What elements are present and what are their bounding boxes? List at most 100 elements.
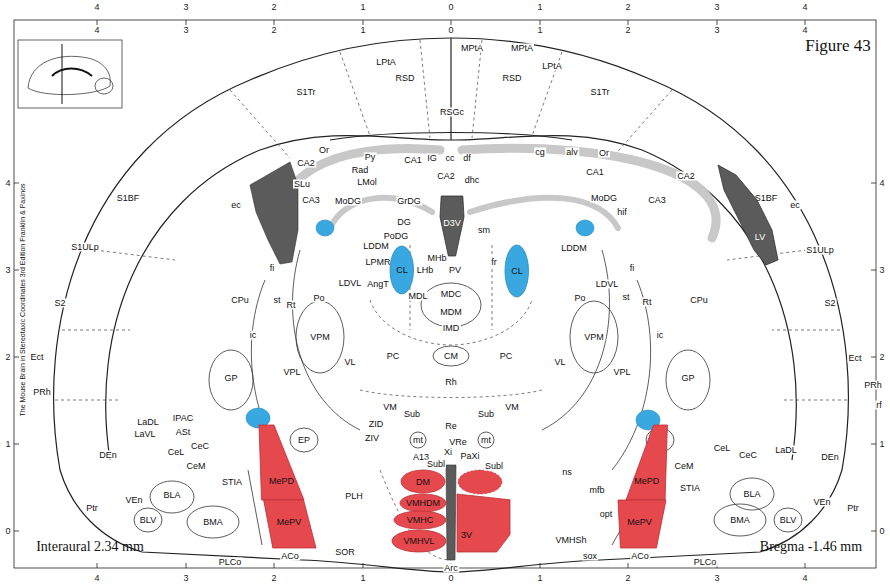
region-label: VMHSh xyxy=(554,536,587,545)
region-name: 3V xyxy=(461,530,472,539)
brain-outline xyxy=(54,38,849,572)
nucleus-region: VMHC xyxy=(394,511,446,529)
region-label: LDDM xyxy=(362,242,390,251)
ruler-number: 2 xyxy=(624,26,631,35)
region-shape xyxy=(626,425,672,500)
nucleus-region: DM xyxy=(401,470,445,493)
region-label: LaDL xyxy=(774,446,798,455)
region-label: RSD xyxy=(501,74,522,83)
hippocampus-band xyxy=(285,148,716,238)
region-label: CA3 xyxy=(647,196,667,205)
region-label: VPL xyxy=(282,368,301,377)
region-label: sox xyxy=(582,552,598,561)
region-label: Rh xyxy=(444,378,458,387)
region-label: VEn xyxy=(124,496,143,505)
region-label: CPu xyxy=(689,296,709,305)
ruler-number: 0 xyxy=(447,574,454,583)
ruler-number: 1 xyxy=(359,26,366,35)
ruler-number: 2 xyxy=(624,3,631,12)
region-label: VM xyxy=(504,403,520,412)
region-label: alv xyxy=(565,148,579,157)
region-name: CL xyxy=(396,266,408,275)
ruler-number: 2 xyxy=(270,3,277,12)
ruler-number: 3 xyxy=(182,574,189,583)
region-label: PRh xyxy=(32,388,52,397)
ventricle-region: LV xyxy=(718,165,778,265)
nucleus-region: VMHDM xyxy=(400,494,446,512)
region-label: BLA xyxy=(162,491,181,500)
region-label: S1ULp xyxy=(805,246,835,255)
region-label: Xi xyxy=(443,448,453,457)
region-label: S2 xyxy=(53,299,66,308)
ruler-number: 2 xyxy=(878,353,885,362)
ruler-number: 3 xyxy=(713,574,720,583)
region-label: STIA xyxy=(679,484,701,493)
region-label: AngT xyxy=(366,280,390,289)
region-label: MDM xyxy=(439,308,463,317)
ventricle-region: D3V xyxy=(440,196,464,256)
region-label: BLV xyxy=(779,516,797,525)
region-label: PLCo xyxy=(693,558,718,567)
region-label: Py xyxy=(364,153,377,162)
figure-title: Figure 43 xyxy=(805,37,871,54)
ruler-number: 4 xyxy=(93,574,100,583)
region-label: Sub xyxy=(477,410,495,419)
ruler-number: 1 xyxy=(536,3,543,12)
nucleus-region: MePV xyxy=(262,500,316,548)
region-label: CeC xyxy=(738,451,758,460)
region-label: VPM xyxy=(309,333,331,342)
region-label: VL xyxy=(343,358,356,367)
ruler-number: 4 xyxy=(93,3,100,12)
region-label: Rt xyxy=(286,301,297,310)
region-label: ACo xyxy=(280,552,300,561)
region-name: CL xyxy=(511,267,523,276)
nucleus-region: MePV xyxy=(618,500,666,548)
region-label: st xyxy=(272,296,281,305)
region-label: PLH xyxy=(344,492,364,501)
region-label: GP xyxy=(680,374,695,383)
ruler-number: 2 xyxy=(270,574,277,583)
region-label: LDVL xyxy=(338,279,363,288)
region-label: GP xyxy=(223,374,238,383)
inset-sagittal xyxy=(18,40,122,108)
coordinate-label: Bregma -1.46 mm xyxy=(759,540,863,554)
region-label: hif xyxy=(616,208,628,217)
region-label: st xyxy=(621,293,630,302)
region-label: CA1 xyxy=(585,168,605,177)
region-label: CeM xyxy=(673,462,694,471)
ruler-number: 4 xyxy=(801,574,808,583)
region-label: MHb xyxy=(426,254,447,263)
region-name: MePD xyxy=(269,477,294,486)
region-label: MPtA xyxy=(460,44,484,53)
region-label: MoDG xyxy=(590,194,618,203)
region-label: LPtA xyxy=(375,58,397,67)
region-label: CeL xyxy=(713,444,732,453)
region-label: Sub xyxy=(403,410,421,419)
region-name: MePV xyxy=(277,517,302,526)
region-label: PLCo xyxy=(218,558,243,567)
region-label: sm xyxy=(477,226,491,235)
region-label: LDDM xyxy=(560,244,588,253)
region-label: Ptr xyxy=(85,504,99,513)
ruler-number: 1 xyxy=(4,440,11,449)
region-label: mt xyxy=(412,436,424,445)
ruler-number: 1 xyxy=(536,574,543,583)
region-label: IPAC xyxy=(172,414,194,423)
region-label: ec xyxy=(789,201,801,210)
region-label: PRh xyxy=(863,381,883,390)
ruler-number: 2 xyxy=(624,574,631,583)
region-label: DEn xyxy=(820,453,840,462)
region-label: CA2 xyxy=(436,172,456,181)
region-label: VPL xyxy=(612,368,631,377)
ruler-number: 3 xyxy=(713,26,720,35)
ruler-number: 3 xyxy=(182,26,189,35)
region-label: STIA xyxy=(221,478,243,487)
region-label: S1Tr xyxy=(295,88,316,97)
region-name: VMHVL xyxy=(403,537,434,546)
region-label: RSGc xyxy=(439,108,465,117)
region-label: DG xyxy=(396,218,412,227)
region-label: VM xyxy=(382,403,398,412)
region-shape xyxy=(457,494,510,552)
region-label: cc xyxy=(445,154,456,163)
region-label: BLV xyxy=(139,516,157,525)
